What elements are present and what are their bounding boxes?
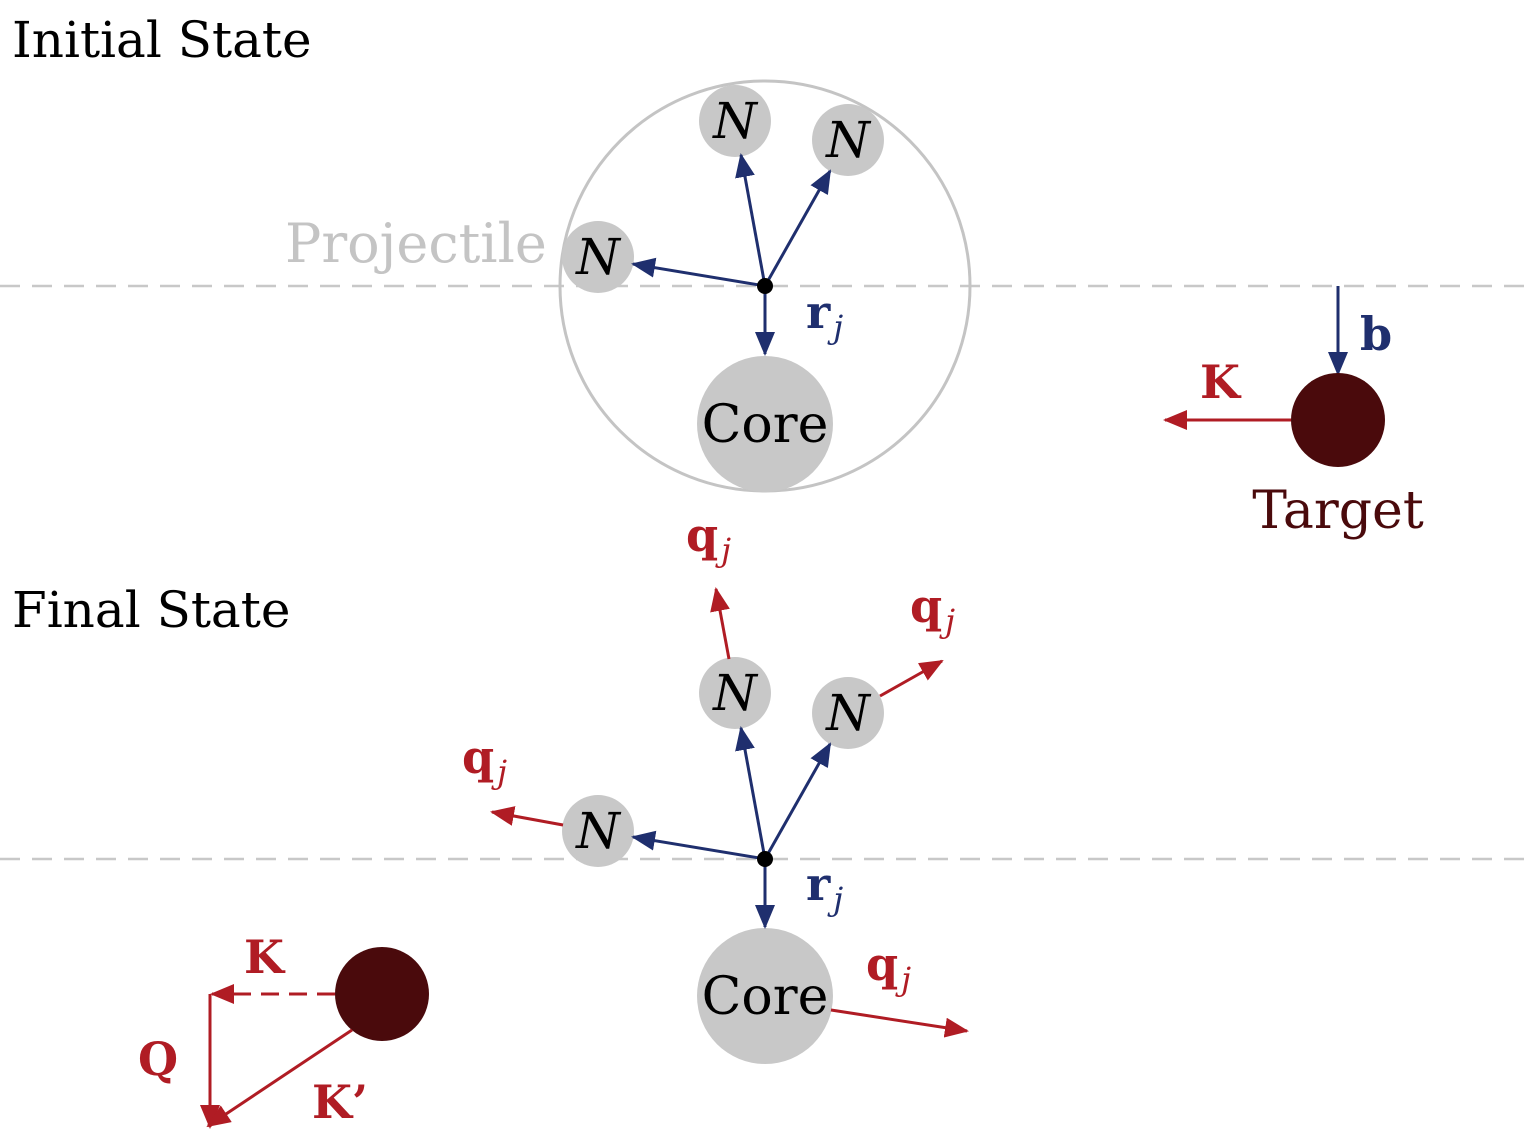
impact-parameter-label: b [1360,307,1392,361]
initial-nucleon-right-label: N [825,111,872,169]
final-nucleon-left [562,795,634,867]
final-nucleon-left-label: N [575,802,622,860]
qj-label-core: qj [866,937,911,998]
final-target-circle [335,947,429,1041]
initial-nucleon-left-label: N [575,228,622,286]
initial-arrow-to-left-nucleon [631,257,766,288]
initial-center-of-mass-dot [757,278,773,294]
final-arrow-to-top-nucleon [735,726,767,860]
final-nucleon-right [812,677,884,749]
final-arrow-to-right-nucleon [763,742,832,860]
final-state-title: Final State [12,581,290,639]
final-arrow-to-left-nucleon [631,830,766,861]
initial-core-label: Core [702,395,829,455]
final-k-label: K [244,930,286,984]
initial-arrow-to-top-nucleon [735,153,767,287]
momentum-transfer-q-label: Q [138,1032,178,1086]
initial-arrow-to-right-nucleon [763,169,832,287]
qj-arrow-right-nucleon [879,659,944,698]
qj-label-top: qj [686,508,731,569]
initial-nucleon-top-label: N [712,92,759,150]
initial-k-label: K [1200,355,1242,409]
target-label: Target [1252,481,1424,541]
initial-state-title: Initial State [12,11,312,69]
final-center-of-mass-dot [757,851,773,867]
qj-arrow-left-nucleon [490,806,564,827]
initial-nucleon-right [812,104,884,176]
qj-arrow-top-nucleon [710,587,731,660]
qj-label-right: qj [910,579,955,640]
final-rj-label: rj [806,857,843,918]
qj-arrow-core [830,1008,969,1038]
final-kprime-label: K’ [312,1075,368,1129]
final-kprime-arrow [206,1028,353,1128]
final-nucleon-right-label: N [825,684,872,742]
initial-rj-label: rj [806,285,843,346]
initial-target-circle [1291,373,1385,467]
qj-label-left: qj [462,730,507,791]
initial-nucleon-top [699,85,771,157]
final-core-label: Core [702,967,829,1027]
final-nucleon-top-label: N [712,664,759,722]
final-core-circle [697,928,833,1064]
initial-nucleon-left [562,221,634,293]
projectile-label: Projectile [285,212,547,275]
final-nucleon-top [699,657,771,729]
initial-core-circle [697,356,833,492]
